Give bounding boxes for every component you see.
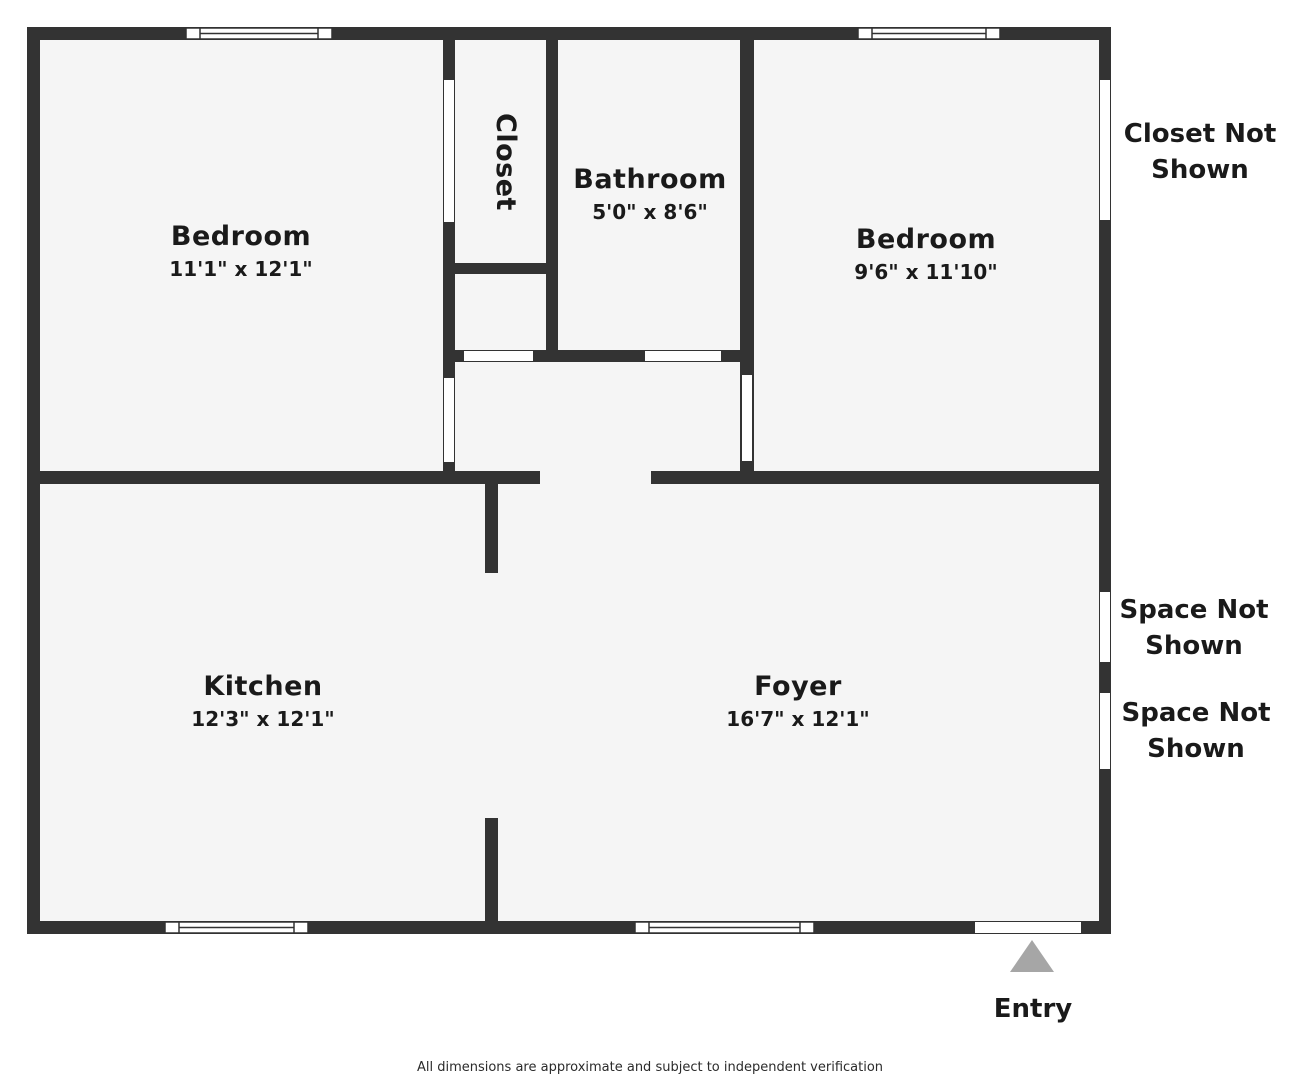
entry-label: Entry [994,994,1073,1024]
wall-mid-right [651,471,1100,484]
label-closet-not-shown-line2: Shown [1151,155,1249,185]
door-bathroom [645,351,721,361]
wall-stub-lower [485,818,498,928]
wall-left [27,27,40,934]
door-entry [975,922,1081,933]
window-bottom-middle [634,921,815,934]
room-dims-bedroom-left: 11'1" x 12'1" [169,257,312,281]
room-name-bedroom-right: Bedroom [856,224,996,255]
wall-stub-upper [485,480,498,573]
wall-closet-right [546,40,558,362]
floor-bedroom-right [754,40,1100,471]
room-name-bathroom: Bathroom [573,164,726,195]
floor-hallway [455,362,742,484]
room-name-bedroom-left: Bedroom [171,221,311,252]
label-space-not-shown-2-line1: Space Not [1121,698,1270,728]
room-dims-bedroom-right: 9'6" x 11'10" [854,260,997,284]
window-top-left [185,27,333,40]
door-closet-not-shown [1100,80,1110,220]
door-openings [444,80,1110,933]
room-name-kitchen: Kitchen [203,671,322,702]
disclaimer-footnote: All dimensions are approximate and subje… [417,1060,883,1075]
door-space-not-shown-1 [1100,592,1110,662]
door-bedroom-to-hall [444,378,454,462]
label-space-not-shown-1-line1: Space Not [1119,595,1268,625]
door-linen-closet [464,351,533,361]
floor-kitchen-foyer [40,484,1100,921]
wall-bath-right [740,40,754,484]
room-dims-foyer: 16'7" x 12'1" [726,707,869,731]
floor-areas [40,40,1100,921]
window-top-right [857,27,1001,40]
room-dims-kitchen: 12'3" x 12'1" [191,707,334,731]
room-name-foyer: Foyer [754,671,842,702]
entry-arrow-icon [1010,940,1054,972]
windows [164,27,1001,934]
wall-mid-left [40,471,540,484]
wall-closet-shelf [443,263,558,274]
floor-bathroom [558,40,740,350]
door-closet-to-bedroom [444,80,454,222]
window-bottom-left [164,921,309,934]
door-space-not-shown-2 [1100,693,1110,769]
floor-closet [455,40,546,263]
label-space-not-shown-2-line2: Shown [1147,734,1245,764]
room-dims-bathroom: 5'0" x 8'6" [592,200,708,224]
floor-bedroom-left [40,40,444,471]
floor-linen-closet [455,274,546,350]
room-name-closet: Closet [490,113,521,211]
label-space-not-shown-1-line2: Shown [1145,631,1243,661]
door-bedroom-right [742,375,752,461]
label-closet-not-shown-line1: Closet Not [1124,119,1277,149]
